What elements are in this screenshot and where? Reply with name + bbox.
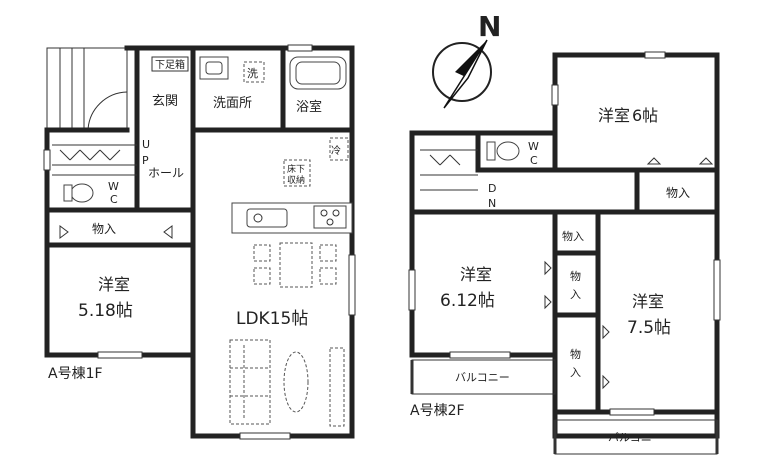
stairs-down-n: N [488,197,496,210]
wc-1f-w: W [108,180,119,193]
compass: N [432,10,501,109]
closet-2f-4-a: 物 [570,347,581,361]
shoe-cabinet-label: 下足箱 [155,58,185,71]
entrance-porch [46,47,128,131]
genkan-label: 玄関 [152,94,178,109]
wc-2f-w: W [528,140,539,153]
floor-1-caption: A号棟1F [48,366,103,382]
room-518-size: 5.18帖 [78,301,133,321]
wc-1f-c: C [110,193,118,206]
dining-set [253,242,337,288]
stairs-2f: D N [420,149,496,210]
stairs-up-u: U [142,138,150,151]
balcony-1: バルコニー [410,359,556,395]
stairs-down-d: D [488,182,496,195]
fridge-label: 冷 [331,144,341,157]
hall-label: ホール [148,166,184,180]
floor-1: U P W C 玄関 下足箱 洗面所 洗 浴室 ホール 物入 洋室 5.18帖 [43,44,356,440]
compass-north-label: N [478,10,501,43]
floor-2-caption: A号棟2F [410,403,465,419]
closet-2f-3-b: 入 [570,288,581,301]
sofa-set [229,339,345,427]
floor-2: D N W C 洋室 6帖 洋室 6.12帖 洋室 7.5帖 物入 物入 物 入… [408,51,721,455]
room-612-name: 洋室 [460,265,492,284]
closet-2f-2-label: 物入 [562,229,584,243]
closet-1f-label: 物入 [92,222,116,236]
room-75-size: 7.5帖 [627,318,671,338]
stairs-1f: U P [52,138,150,176]
underfloor-storage-2: 収納 [287,174,305,186]
wc-2f: W C [486,140,539,167]
room-612-size: 6.12帖 [440,291,495,311]
underfloor-storage-1: 床下 [287,163,305,175]
windows-1f [43,44,356,440]
windows-2f [408,51,721,416]
closet-2f-4-b: 入 [570,366,581,379]
wc-2f-c: C [530,154,538,167]
balcony-1-label: バルコニー [455,371,510,384]
room-6-name: 洋室 [598,106,630,125]
room-75-name: 洋室 [632,292,664,311]
closet-2f-3-a: 物 [570,269,581,283]
balcony-2-label: バルコニー [608,431,663,444]
washroom-label: 洗面所 [213,96,252,111]
washer-label: 洗 [247,67,258,80]
closet-2f-1-label: 物入 [666,186,690,200]
washer-space [243,61,265,83]
bathroom-label: 浴室 [296,99,322,115]
room-518-name: 洋室 [98,275,130,294]
kitchen-counter [231,202,353,234]
stairs-up-p: P [142,154,149,167]
balcony-2: バルコニー [553,419,719,455]
room-6-size: 6帖 [632,106,658,125]
ldk-label: LDK15帖 [236,309,308,329]
wc-1f: W C [63,180,119,206]
